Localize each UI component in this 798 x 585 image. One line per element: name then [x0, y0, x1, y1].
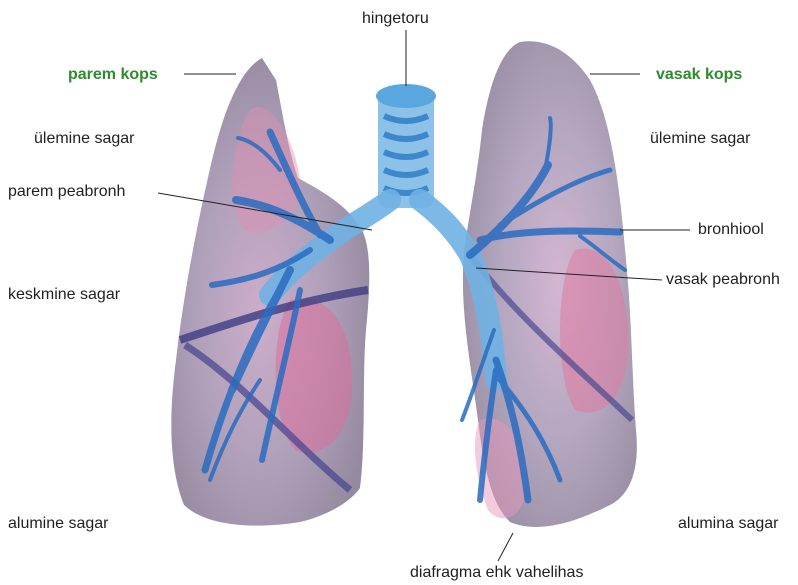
- trachea-opening: [376, 84, 436, 108]
- label-trachea: hingetoru: [362, 10, 429, 28]
- label-left-upper-lobe: ülemine sagar: [650, 130, 751, 148]
- label-left-lung: vasak kops: [656, 66, 742, 84]
- label-right-upper-lobe: ülemine sagar: [34, 130, 135, 148]
- diaphragm-leader: [498, 533, 513, 561]
- label-left-lower-lobe: alumina sagar: [678, 515, 779, 533]
- label-right-middle-lobe: keskmine sagar: [8, 286, 120, 304]
- label-right-lung: parem kops: [68, 66, 158, 84]
- label-diaphragm: diafragma ehk vahelihas: [410, 564, 583, 582]
- label-left-main-bronchus: vasak peabronh: [666, 271, 780, 289]
- label-right-lower-lobe: alumine sagar: [8, 515, 109, 533]
- label-bronchiole: bronhiool: [698, 221, 764, 239]
- label-right-main-bronchus: parem peabronh: [8, 183, 125, 201]
